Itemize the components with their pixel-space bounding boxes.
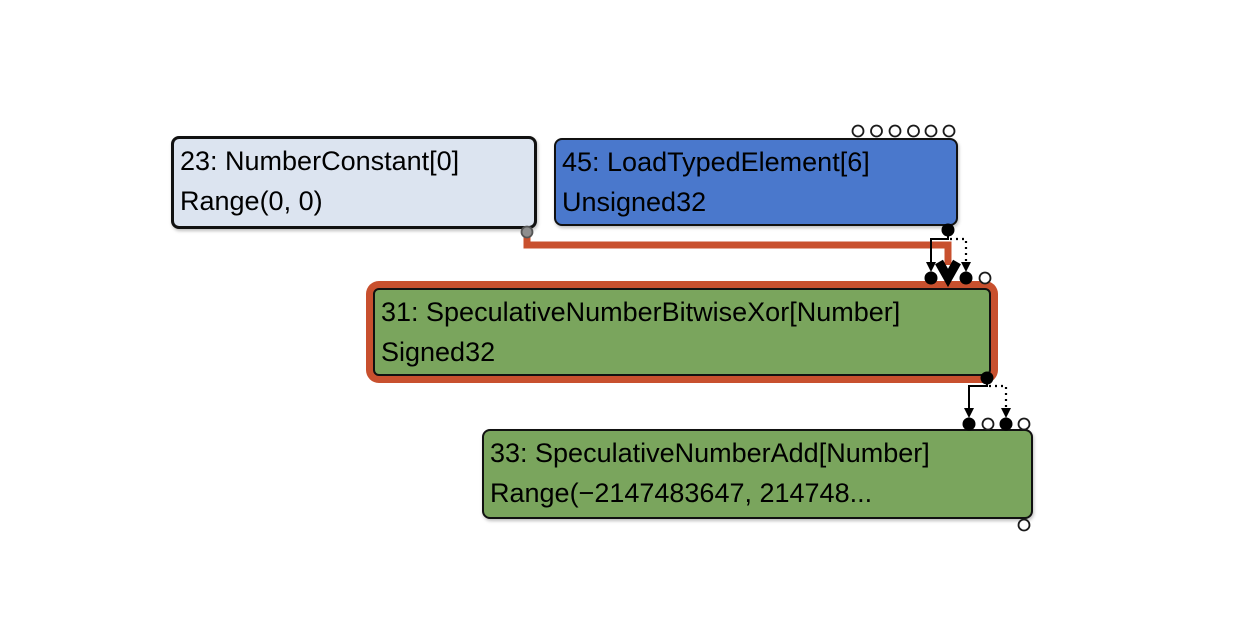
edge-31-to-33-effect[interactable] [989, 384, 1008, 409]
node-45-subtitle: Unsigned32 [562, 187, 707, 217]
edge-45-to-31-value[interactable] [930, 232, 949, 263]
edge-23-to-31-value-selected[interactable] [523, 235, 952, 265]
input-arrow-icon [961, 262, 971, 272]
selected-edge-arrowhead-icon [935, 259, 961, 288]
node-45-input-port-6[interactable] [942, 124, 956, 138]
input-arrow-icon [964, 408, 974, 418]
node-45-input-port-3[interactable] [888, 124, 902, 138]
node-33-subtitle: Range(−2147483647, 214748... [490, 478, 873, 508]
node-33-input-port-value-right[interactable] [981, 417, 995, 431]
input-arrow-icon [1001, 408, 1011, 418]
node-45-input-port-4[interactable] [907, 124, 920, 138]
node-33-output-port[interactable] [1017, 518, 1031, 532]
node-31-input-port-control[interactable] [978, 271, 992, 285]
input-arrow-icon [926, 262, 936, 272]
node-23-subtitle: Range(0, 0) [180, 186, 323, 216]
node-45-load-typed-element[interactable]: 45: LoadTypedElement[6] Unsigned32 [554, 138, 958, 226]
node-31-title: 31: SpeculativeNumberBitwiseXor[Number] [381, 297, 901, 327]
node-45-title: 45: LoadTypedElement[6] [562, 147, 870, 177]
node-23-title: 23: NumberConstant[0] [180, 146, 460, 176]
node-33-title: 33: SpeculativeNumberAdd[Number] [490, 438, 930, 468]
node-31-input-port-effect[interactable] [959, 271, 973, 285]
node-45-input-port-5[interactable] [924, 124, 938, 138]
node-31-input-port-value-left[interactable] [924, 271, 938, 285]
edge-31-to-33-value[interactable] [968, 380, 988, 409]
node-45-input-port-2[interactable] [870, 124, 883, 138]
node-31-subtitle: Signed32 [381, 337, 496, 367]
node-33-input-port-control[interactable] [1017, 417, 1031, 431]
node-45-input-port-1[interactable] [851, 124, 865, 138]
node-31-speculative-number-bitwise-xor-selected[interactable]: 31: SpeculativeNumberBitwiseXor[Number] … [373, 288, 991, 376]
node-33-speculative-number-add[interactable]: 33: SpeculativeNumberAdd[Number] Range(−… [482, 429, 1033, 519]
node-23-number-constant[interactable]: 23: NumberConstant[0] Range(0, 0) [171, 136, 537, 229]
edge-45-to-31-effect[interactable] [950, 237, 968, 263]
